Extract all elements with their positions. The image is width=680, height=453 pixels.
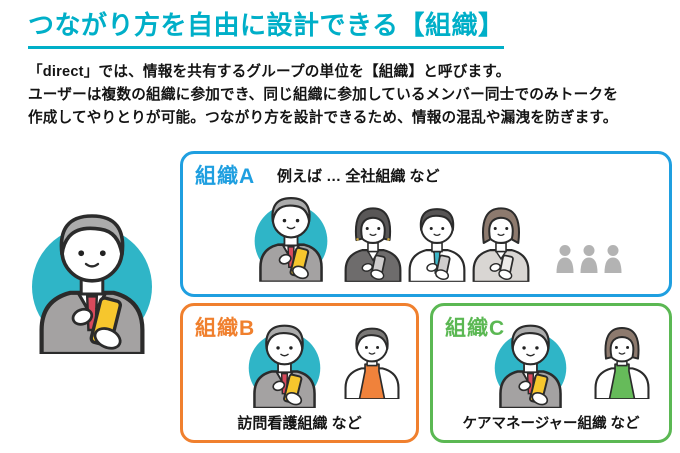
brown-hair-woman-avatar: [465, 201, 537, 282]
suit-man-avatar: [251, 187, 331, 282]
org-c-caption: ケアマネージャー組織 など: [462, 416, 640, 432]
org-b-caption: 訪問看護組織 など: [237, 415, 362, 432]
orange-apron-person-avatar: [337, 321, 407, 399]
suit-man-avatar: [491, 315, 570, 408]
person-silhouette-icon: [555, 244, 575, 273]
dark-bob-woman-avatar: [337, 201, 409, 282]
green-apron-woman-avatar: [587, 321, 657, 399]
suit-man-avatar: [26, 198, 158, 354]
intro-line-1: 「direct」では、情報を共有するグループの単位を【組織】と呼びます。: [28, 64, 511, 80]
more-members-silhouette-icon: [555, 244, 623, 273]
intro-line-3: 作成してやりとりが可能。つながり方を設計できるため、情報の混乱や漏洩を防ぎます。: [28, 110, 618, 126]
org-b-box: 組織B 訪問看護組織 など: [180, 303, 419, 443]
intro-paragraph: 「direct」では、情報を共有するグループの単位を【組織】と呼びます。 ユーザ…: [28, 61, 658, 130]
page-title: つながり方を自由に設計できる【組織】: [28, 10, 505, 50]
person-silhouette-icon: [603, 244, 623, 273]
org-a-label: 組織A: [195, 165, 256, 188]
org-a-box: 組織A 例えば … 全社組織 など: [180, 151, 672, 297]
org-a-subtitle: 例えば … 全社組織 など: [277, 168, 440, 185]
suit-man-avatar: [245, 315, 324, 408]
main-user-illustration: [26, 198, 158, 354]
org-c-box: 組織C ケアマネージャー組織 など: [430, 303, 672, 443]
org-c-label: 組織C: [445, 317, 506, 340]
org-b-label: 組織B: [195, 317, 256, 340]
teal-tie-man-avatar: [401, 201, 473, 282]
intro-line-2: ユーザーは複数の組織に参加でき、同じ組織に参加しているメンバー同士でのみトークを: [28, 87, 619, 103]
person-silhouette-icon: [579, 244, 599, 273]
